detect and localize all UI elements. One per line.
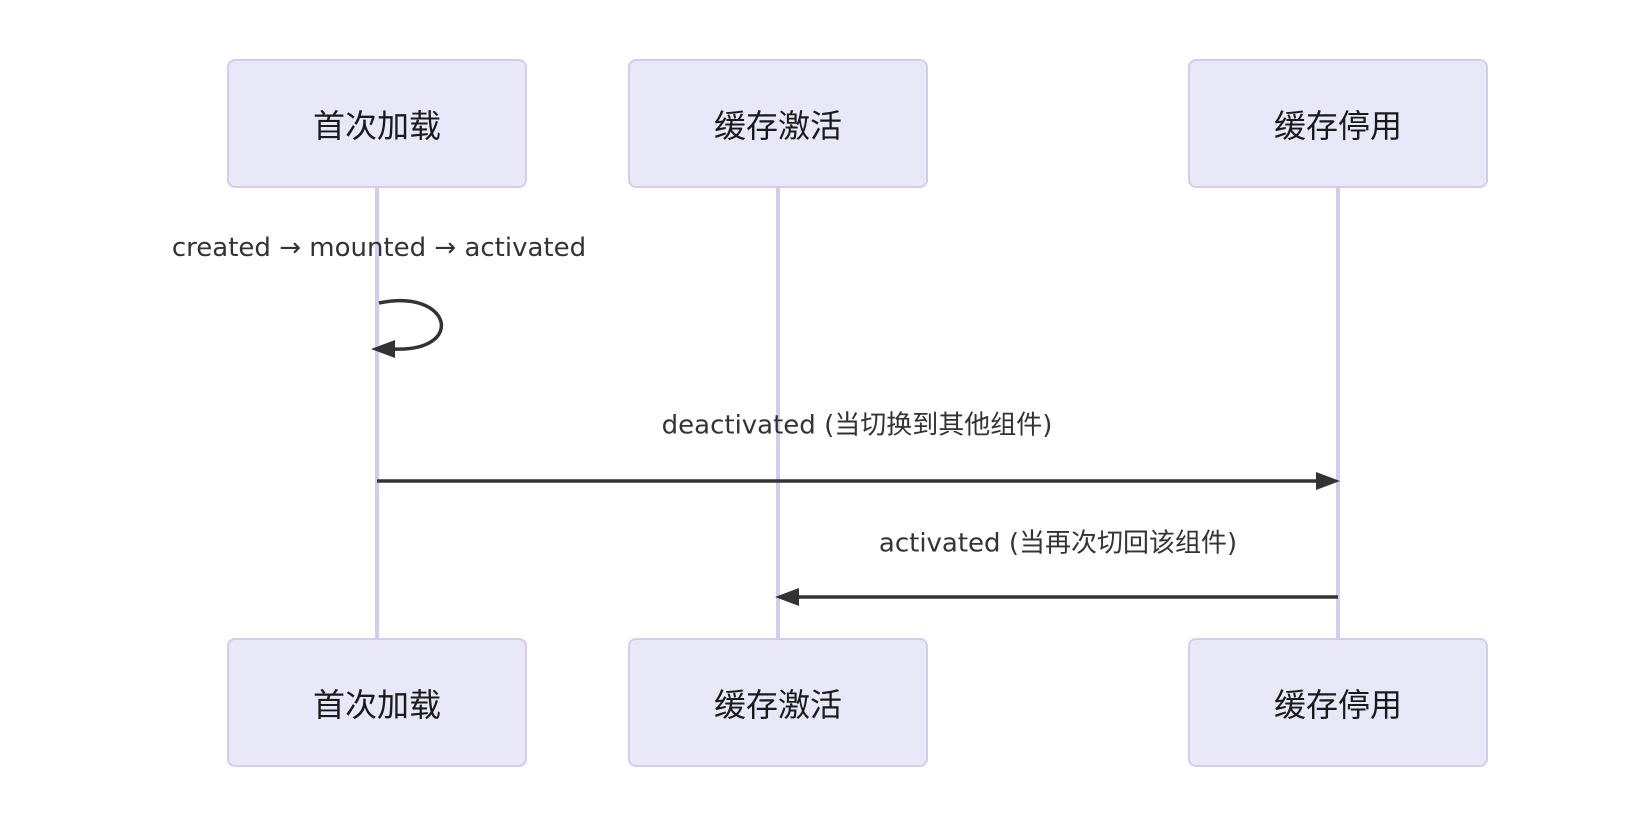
message-label-deactivated: deactivated (当切换到其他组件) — [661, 410, 1053, 441]
message-arrow-deactivated-arrowhead-icon — [1316, 472, 1340, 490]
self-loop-arrow-line — [378, 299, 444, 351]
participant-bottom-first-load: 首次加载 — [227, 638, 527, 767]
message-label-self-lifecycle: created → mounted → activated — [171, 233, 587, 263]
participant-top-cache-deactivated: 缓存停用 — [1188, 59, 1488, 188]
participant-bottom-cache-activated: 缓存激活 — [628, 638, 928, 767]
message-arrow-activated-arrowhead-icon — [775, 588, 799, 606]
self-loop-arrowhead-icon — [371, 340, 395, 358]
message-label-activated: activated (当再次切回该组件) — [878, 528, 1238, 559]
participant-bottom-cache-deactivated: 缓存停用 — [1188, 638, 1488, 767]
participant-top-first-load: 首次加载 — [227, 59, 527, 188]
participant-top-cache-activated: 缓存激活 — [628, 59, 928, 188]
